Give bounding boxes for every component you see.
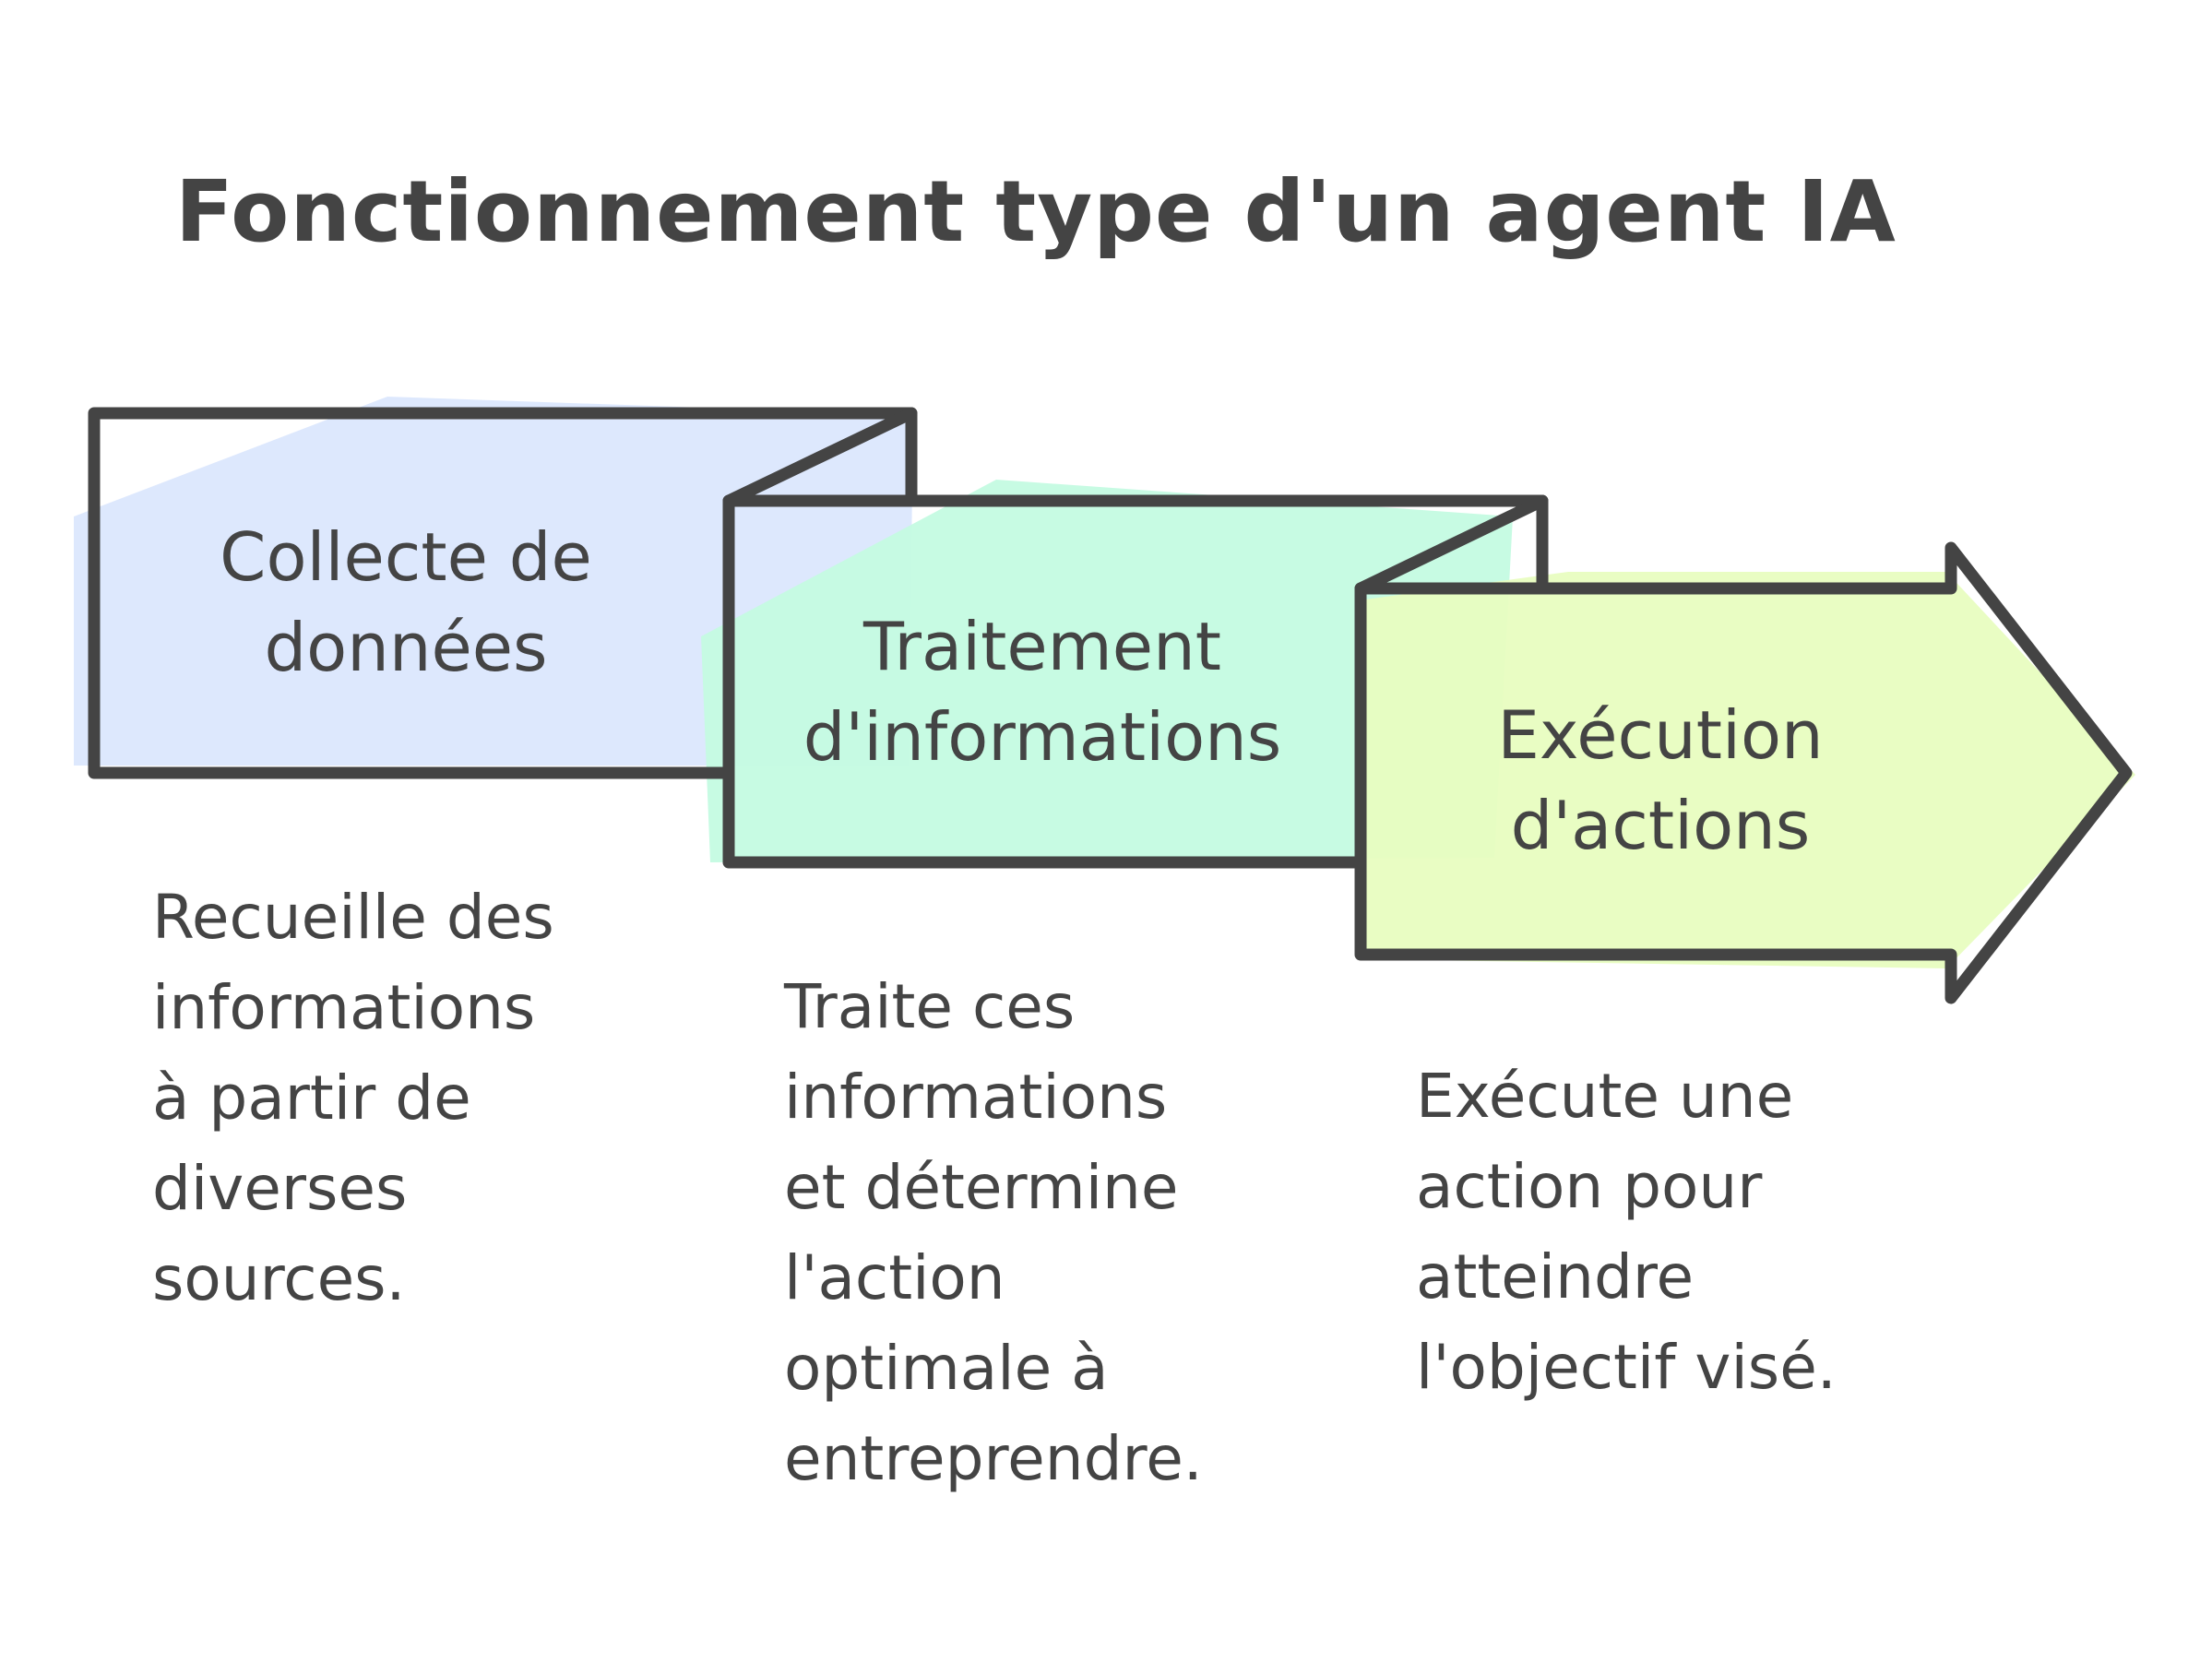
step1-description: Recueille des informations à partir de d… bbox=[152, 873, 554, 1324]
step1-fold bbox=[722, 407, 918, 507]
step1-description-line: diverses bbox=[152, 1153, 408, 1224]
step3-description-line: Exécute une bbox=[1416, 1061, 1794, 1132]
step2-description-line: informations bbox=[784, 1062, 1168, 1133]
step2-label: Traitement d'informations bbox=[766, 601, 1319, 782]
step2-fold bbox=[1354, 494, 1549, 595]
step1-description-line: informations bbox=[152, 972, 536, 1043]
step2-label-line: d'informations bbox=[803, 698, 1282, 776]
step1-description-line: Recueille des bbox=[152, 882, 554, 953]
step3-fill bbox=[1365, 572, 2135, 968]
step2-description-line: optimale à bbox=[784, 1333, 1109, 1404]
step2-description-line: entreprendre. bbox=[784, 1423, 1203, 1494]
step1-description-line: sources. bbox=[152, 1243, 406, 1314]
step1-label: Collecte de données bbox=[138, 512, 673, 693]
step2-description-line: l'action bbox=[784, 1242, 1005, 1313]
step2-description-line: et détermine bbox=[784, 1152, 1179, 1223]
step1-label-line: Collecte de bbox=[220, 518, 592, 596]
step1-description-line: à partir de bbox=[152, 1063, 471, 1134]
step2-description: Traite ces informations et détermine l'a… bbox=[784, 962, 1203, 1504]
step3-arrow-outline bbox=[1354, 541, 2133, 1004]
step2-label-line: Traitement bbox=[863, 608, 1221, 685]
step3-description-line: atteindre bbox=[1416, 1241, 1695, 1312]
step1-label-line: données bbox=[264, 609, 548, 686]
step3-description-line: l'objectif visé. bbox=[1416, 1332, 1837, 1403]
diagram-title: Fonctionnement type d'un agent IA bbox=[175, 162, 1897, 261]
step3-description: Exécute une action pour atteindre l'obje… bbox=[1416, 1051, 1837, 1413]
step3-description-line: action pour bbox=[1416, 1151, 1763, 1222]
step2-fill bbox=[701, 480, 1513, 862]
step3-label: Exécution d'actions bbox=[1402, 690, 1919, 871]
step2-description-line: Traite ces bbox=[784, 971, 1076, 1042]
step3-label-line: d'actions bbox=[1510, 787, 1811, 864]
step3-label-line: Exécution bbox=[1497, 696, 1824, 774]
